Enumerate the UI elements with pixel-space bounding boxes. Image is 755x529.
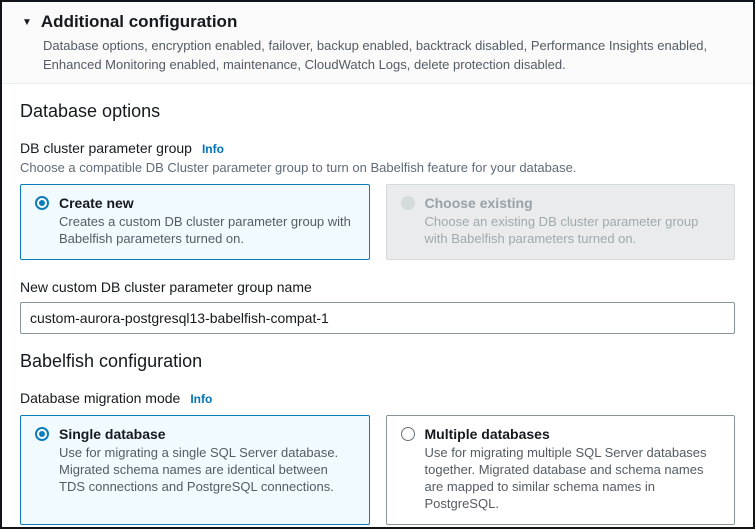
db-cluster-parameter-group-info-link[interactable]: Info [201,142,224,157]
database-migration-mode-label-row: Database migration mode Info [20,390,735,406]
babelfish-configuration-heading: Babelfish configuration [20,350,203,371]
multiple-databases-card[interactable]: Multiple databases Use for migrating mul… [385,415,735,525]
create-new-card[interactable]: Create new Creates a custom DB cluster p… [20,184,370,260]
single-database-title: Single database [59,426,166,443]
section-header: ▼ Additional configuration Database opti… [2,2,753,84]
choose-existing-radio [400,196,415,211]
section-content: Database options DB cluster parameter gr… [2,100,753,525]
single-database-card[interactable]: Single database Use for migrating a sing… [20,415,370,525]
choose-existing-card: Choose existing Choose an existing DB cl… [385,184,735,260]
multiple-databases-description: Use for migrating multiple SQL Server da… [424,445,707,511]
section-toggle[interactable]: ▼ Additional configuration [22,12,733,32]
section-title: Additional configuration [40,12,238,31]
new-parameter-group-name-label: New custom DB cluster parameter group na… [20,278,312,295]
create-new-description: Creates a custom DB cluster parameter gr… [59,214,351,246]
multiple-databases-title: Multiple databases [424,426,550,443]
section-summary: Database options, encryption enabled, fa… [43,38,708,72]
single-database-radio[interactable] [35,427,49,442]
migration-mode-options: Single database Use for migrating a sing… [20,415,735,525]
create-new-radio[interactable] [35,196,49,211]
choose-existing-description: Choose an existing DB cluster parameter … [424,214,699,246]
database-migration-mode-info-link[interactable]: Info [190,392,213,407]
collapse-caret-icon[interactable]: ▼ [22,17,32,28]
db-cluster-parameter-group-label-row: DB cluster parameter group Info [20,140,735,156]
new-parameter-group-name-input[interactable] [20,301,735,334]
db-cluster-parameter-group-hint: Choose a compatible DB Cluster parameter… [20,160,577,176]
create-new-title: Create new [59,195,134,212]
single-database-description: Use for migrating a single SQL Server da… [59,445,339,495]
choose-existing-title: Choose existing [424,195,533,212]
database-migration-mode-label: Database migration mode [20,390,181,407]
db-cluster-parameter-group-label: DB cluster parameter group [20,140,192,157]
multiple-databases-radio[interactable] [400,427,415,442]
parameter-group-options: Create new Creates a custom DB cluster p… [20,184,735,260]
database-options-heading: Database options [20,100,161,121]
